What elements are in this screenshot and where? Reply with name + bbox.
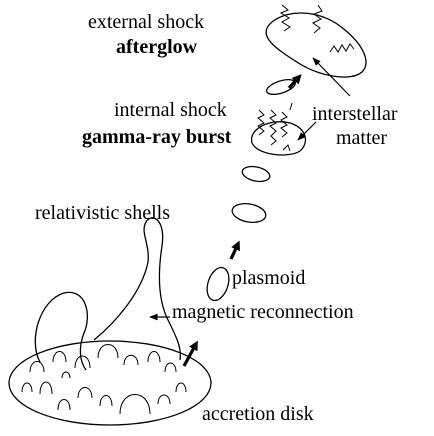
plasmoid [203, 265, 233, 304]
magnetic-loop-left [35, 292, 87, 370]
matter-label: matter [336, 128, 387, 148]
relativistic-shells-label: relativistic shells [35, 203, 170, 223]
shell-near-afterglow [265, 77, 299, 98]
relativistic-shell-1 [241, 164, 271, 184]
plasmoid-label: plasmoid [232, 268, 305, 288]
external-shock-label: external shock [88, 12, 204, 32]
relativistic-shell-2 [231, 201, 268, 225]
internal-shock-label: internal shock [114, 100, 227, 120]
interstellar-label: interstellar [312, 104, 398, 124]
magnetic-loop-center [94, 218, 180, 360]
plasmoid-motion-arrow [231, 244, 238, 259]
internal-shock-shell [252, 103, 306, 155]
accretion-disk-label: accretion disk [202, 404, 314, 424]
external-shock-shell [266, 5, 366, 77]
magnetic-reconnection-label: magnetic reconnection [172, 302, 354, 322]
gamma-ray-burst-label: gamma-ray burst [82, 127, 231, 147]
afterglow-label: afterglow [116, 37, 197, 57]
